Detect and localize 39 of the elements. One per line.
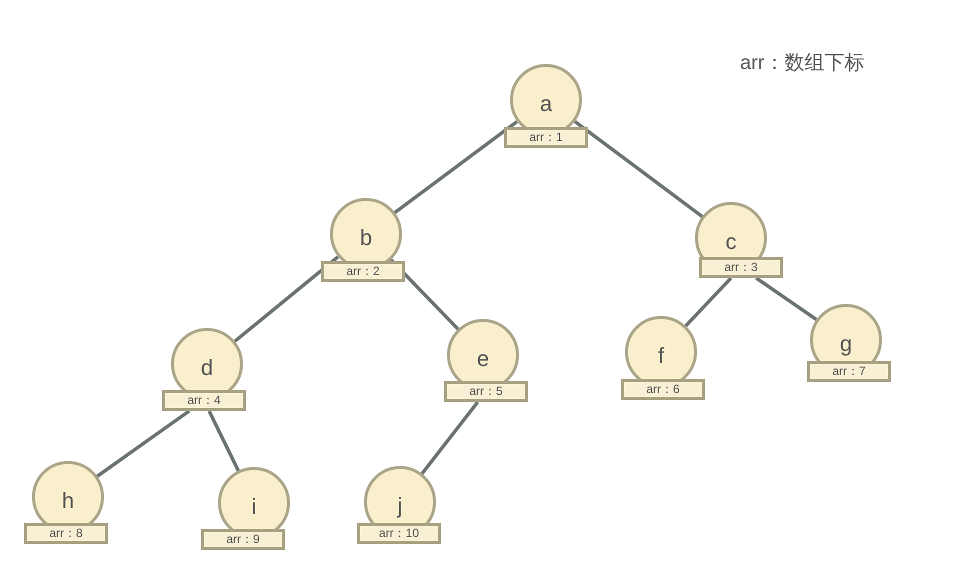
index-tag: arr：9	[201, 529, 285, 550]
tree-node	[807, 304, 891, 382]
index-tag: arr：10	[357, 523, 441, 544]
index-tag: arr：7	[807, 361, 891, 382]
index-tag: arr：8	[24, 523, 108, 544]
node-letter: f	[656, 343, 666, 369]
tree-node	[621, 316, 705, 400]
connector-line	[394, 120, 518, 214]
node-letter: a	[538, 91, 554, 117]
tree-node	[24, 461, 108, 544]
index-tag: arr：5	[444, 381, 528, 402]
connector-line	[684, 276, 732, 328]
connector-line	[574, 120, 704, 218]
tree-node	[357, 466, 441, 544]
tree-node	[162, 328, 246, 411]
note-text: arr：数组下标	[740, 51, 864, 75]
tree-node	[444, 319, 528, 402]
node-letter: c	[724, 229, 738, 255]
connector-line	[208, 410, 240, 472]
node-letter: e	[476, 346, 490, 372]
index-tag: arr：4	[162, 390, 246, 411]
node-letter: j	[396, 493, 404, 519]
node-letter: i	[250, 494, 258, 520]
tree-node	[504, 64, 588, 148]
connector-line	[755, 276, 818, 322]
index-tag: arr：2	[321, 261, 405, 282]
connector-line	[96, 410, 190, 478]
node-letter: b	[358, 225, 374, 251]
index-tag: arr：1	[504, 127, 588, 148]
connector-line	[420, 401, 480, 475]
node-letter: h	[60, 488, 76, 514]
connector-line	[234, 256, 340, 343]
node-letter: d	[200, 355, 214, 381]
tree-node	[321, 198, 405, 282]
tree-node	[201, 467, 290, 550]
node-letter: g	[838, 331, 854, 357]
index-tag: arr：3	[699, 257, 783, 278]
tree-node	[695, 202, 783, 278]
index-tag: arr：6	[621, 379, 705, 400]
